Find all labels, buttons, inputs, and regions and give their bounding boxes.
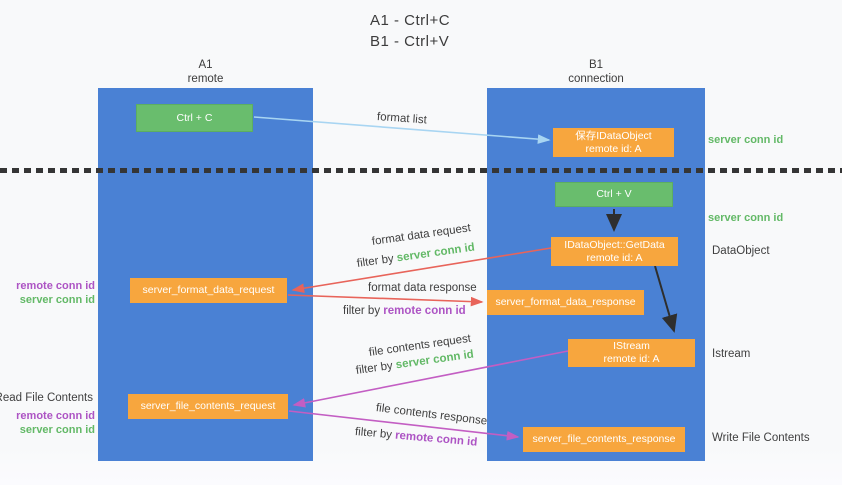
lifeline-b-role: connection: [568, 73, 624, 85]
remote-conn-id-key: remote conn id: [394, 429, 478, 449]
node-server-format-data-request-label: server_format_data_request: [142, 284, 275, 296]
node-save-idataobject-line2: remote id: A: [585, 142, 642, 155]
annotation-file-server-conn-id: server conn id: [19, 424, 95, 436]
format-data-response-arrow: [287, 294, 484, 307]
edge-label-file-contents-response: file contents response: [375, 402, 488, 428]
node-server-file-contents-response: server_file_contents_response: [523, 427, 685, 452]
annotation-format-conn-ids: remote conn id server conn id: [16, 279, 95, 307]
node-idataobject-getdata-line2: remote id: A: [586, 251, 643, 264]
node-istream-line1: IStream: [613, 340, 650, 352]
annotation-istream: Istream: [712, 348, 751, 360]
node-ctrl-v: Ctrl + V: [555, 182, 673, 207]
annotation-file-remote-conn-id: remote conn id: [16, 410, 95, 422]
diagram-title: A1 - Ctrl+C B1 - Ctrl+V: [370, 10, 450, 52]
node-server-file-contents-request: server_file_contents_request: [128, 394, 288, 419]
edge-label-format-list: format list: [376, 111, 428, 127]
edge-label-format-data-response: format data response: [368, 282, 477, 294]
node-idataobject-getdata-line1: IDataObject::GetData: [564, 238, 665, 251]
node-save-idataobject-line1: 保存IDataObject: [575, 129, 652, 142]
node-ctrl-c: Ctrl + C: [136, 104, 253, 132]
edge-label-format-data-response-filter: filter by remote conn id: [343, 305, 466, 317]
annotation-dataobject: DataObject: [712, 245, 770, 257]
title-line-1: A1 - Ctrl+C: [370, 12, 451, 29]
node-server-file-contents-response-label: server_file_contents_response: [532, 433, 676, 445]
node-istream-line2: remote id: A: [603, 353, 660, 365]
node-server-file-contents-request-label: server_file_contents_request: [140, 400, 276, 412]
lifeline-a-name: A1: [198, 59, 213, 71]
annotation-server-conn-id-save: server conn id: [708, 134, 784, 146]
server-conn-id-key: server conn id: [396, 241, 476, 265]
lifeline-a-role: remote: [187, 73, 224, 85]
node-ctrl-v-label: Ctrl + V: [596, 188, 632, 200]
title-line-2: B1 - Ctrl+V: [370, 33, 450, 50]
annotation-write-file-contents: Write File Contents: [712, 432, 810, 444]
node-istream: IStream remote id: A: [568, 339, 695, 367]
filter-by-text: filter by: [355, 359, 397, 377]
phase-divider-dotted-line: [0, 168, 842, 173]
filter-by-text: filter by: [356, 252, 398, 270]
node-server-format-data-request: server_format_data_request: [130, 278, 287, 303]
filter-by-text: filter by: [354, 426, 396, 442]
node-save-idataobject: 保存IDataObject remote id: A: [553, 128, 674, 157]
annotation-read-file-contents: Read File Contents: [0, 392, 93, 404]
annotation-server-conn-id-paste: server conn id: [708, 212, 784, 224]
lifeline-b-header: B1 connection: [487, 58, 705, 86]
node-idataobject-getdata: IDataObject::GetData remote id: A: [551, 237, 678, 266]
node-ctrl-c-label: Ctrl + C: [176, 111, 213, 124]
lifeline-a-header: A1 remote: [98, 58, 313, 86]
remote-conn-id-key: remote conn id: [383, 305, 466, 317]
lifeline-b-name: B1: [588, 59, 604, 71]
filter-by-text: filter by: [343, 305, 384, 317]
annotation-format-remote-conn-id: remote conn id: [16, 280, 95, 292]
edge-label-file-contents-response-filter: filter by remote conn id: [354, 426, 477, 449]
annotation-file-conn-ids: remote conn id server conn id: [16, 409, 95, 437]
annotation-format-server-conn-id: server conn id: [19, 294, 95, 306]
node-server-format-data-response-label: server_format_data_response: [495, 296, 636, 308]
node-server-format-data-response: server_format_data_response: [487, 290, 644, 315]
